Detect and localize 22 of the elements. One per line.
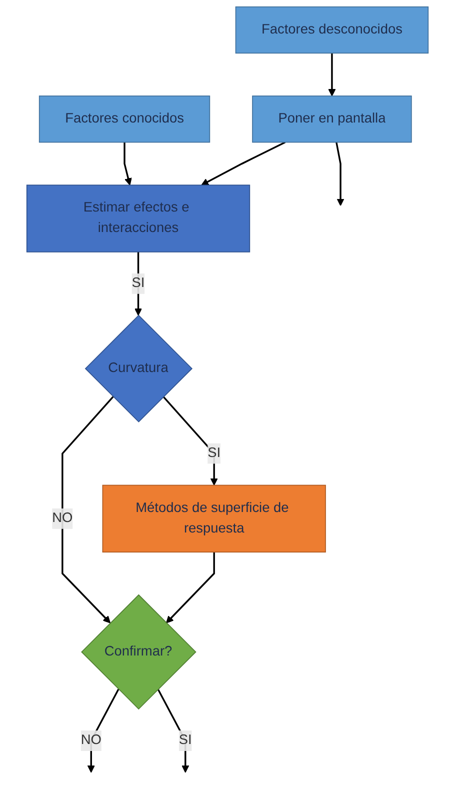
arrow bbox=[202, 141, 286, 186]
arrow bbox=[124, 142, 132, 186]
edge-label: SI bbox=[179, 733, 192, 748]
node-box: Factores desconocidos bbox=[236, 6, 430, 54]
edge-label: NO bbox=[52, 510, 74, 526]
arrow bbox=[328, 53, 336, 96]
node-box: Estimar efectos e interacciones bbox=[26, 184, 251, 252]
arrow bbox=[163, 396, 218, 486]
arrow bbox=[134, 252, 142, 316]
edge-label: SI bbox=[208, 446, 222, 460]
arrow bbox=[166, 552, 216, 624]
node-box: Métodos de superficie de respuesta bbox=[102, 484, 326, 552]
node-box: Factores conocidos bbox=[39, 96, 211, 143]
arrow bbox=[336, 142, 345, 206]
node-diamond: Curvatura bbox=[85, 314, 193, 422]
node-diamond: Confirmar? bbox=[82, 594, 197, 710]
arrow bbox=[62, 396, 114, 624]
edge-label: SI bbox=[132, 276, 146, 290]
arrow bbox=[88, 688, 120, 773]
arrow bbox=[158, 688, 190, 773]
node-box: Poner en pantalla bbox=[252, 96, 412, 143]
edge-label: NO bbox=[81, 733, 102, 748]
